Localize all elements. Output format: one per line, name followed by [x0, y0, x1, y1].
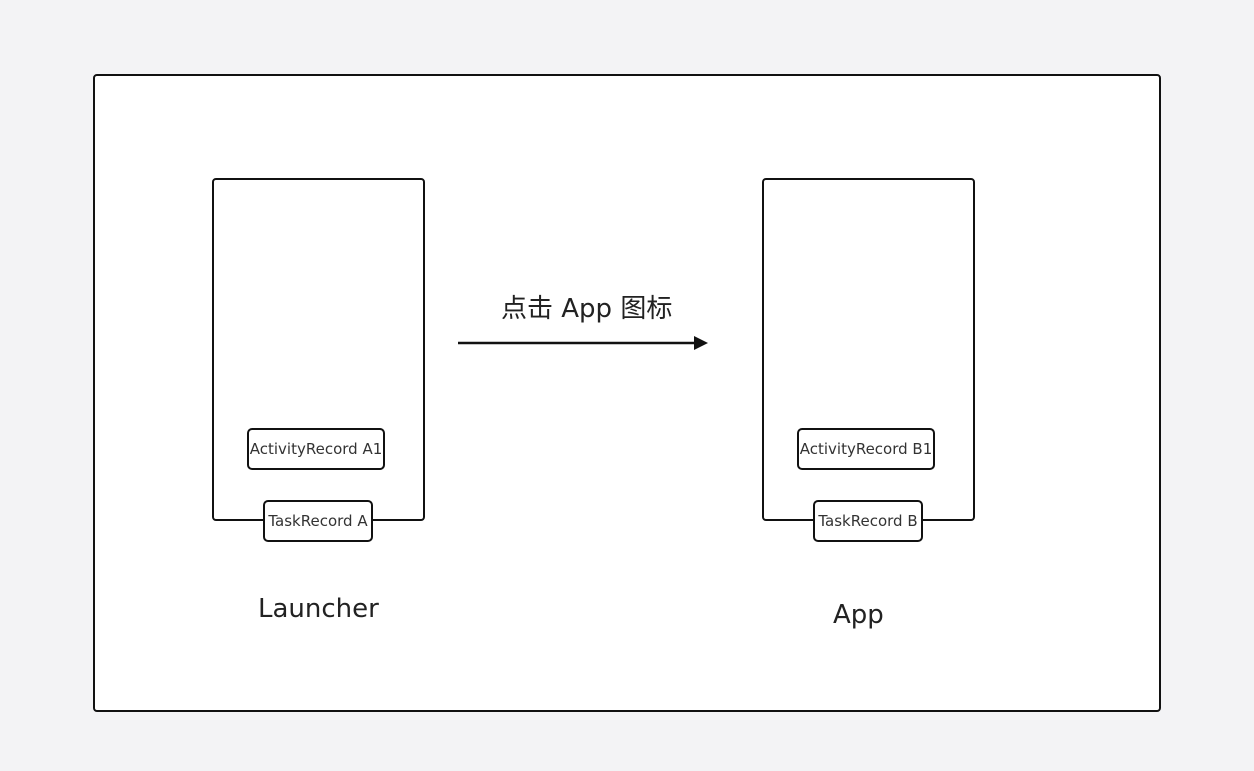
app-caption: App [833, 600, 884, 630]
task-record-b-box: TaskRecord B [813, 500, 923, 542]
right-arrow-icon [458, 336, 708, 350]
transition-label: 点击 App 图标 [501, 294, 673, 324]
arrow-head [694, 336, 708, 350]
task-record-a-box: TaskRecord A [263, 500, 373, 542]
task-record-b-label: TaskRecord B [818, 512, 918, 530]
activity-record-b1-label: ActivityRecord B1 [799, 440, 933, 458]
launcher-caption: Launcher [258, 594, 379, 624]
activity-record-a1-label: ActivityRecord A1 [249, 440, 383, 458]
activity-record-b1-box: ActivityRecord B1 [797, 428, 935, 470]
activity-record-a1-box: ActivityRecord A1 [247, 428, 385, 470]
task-record-a-label: TaskRecord A [268, 512, 368, 530]
